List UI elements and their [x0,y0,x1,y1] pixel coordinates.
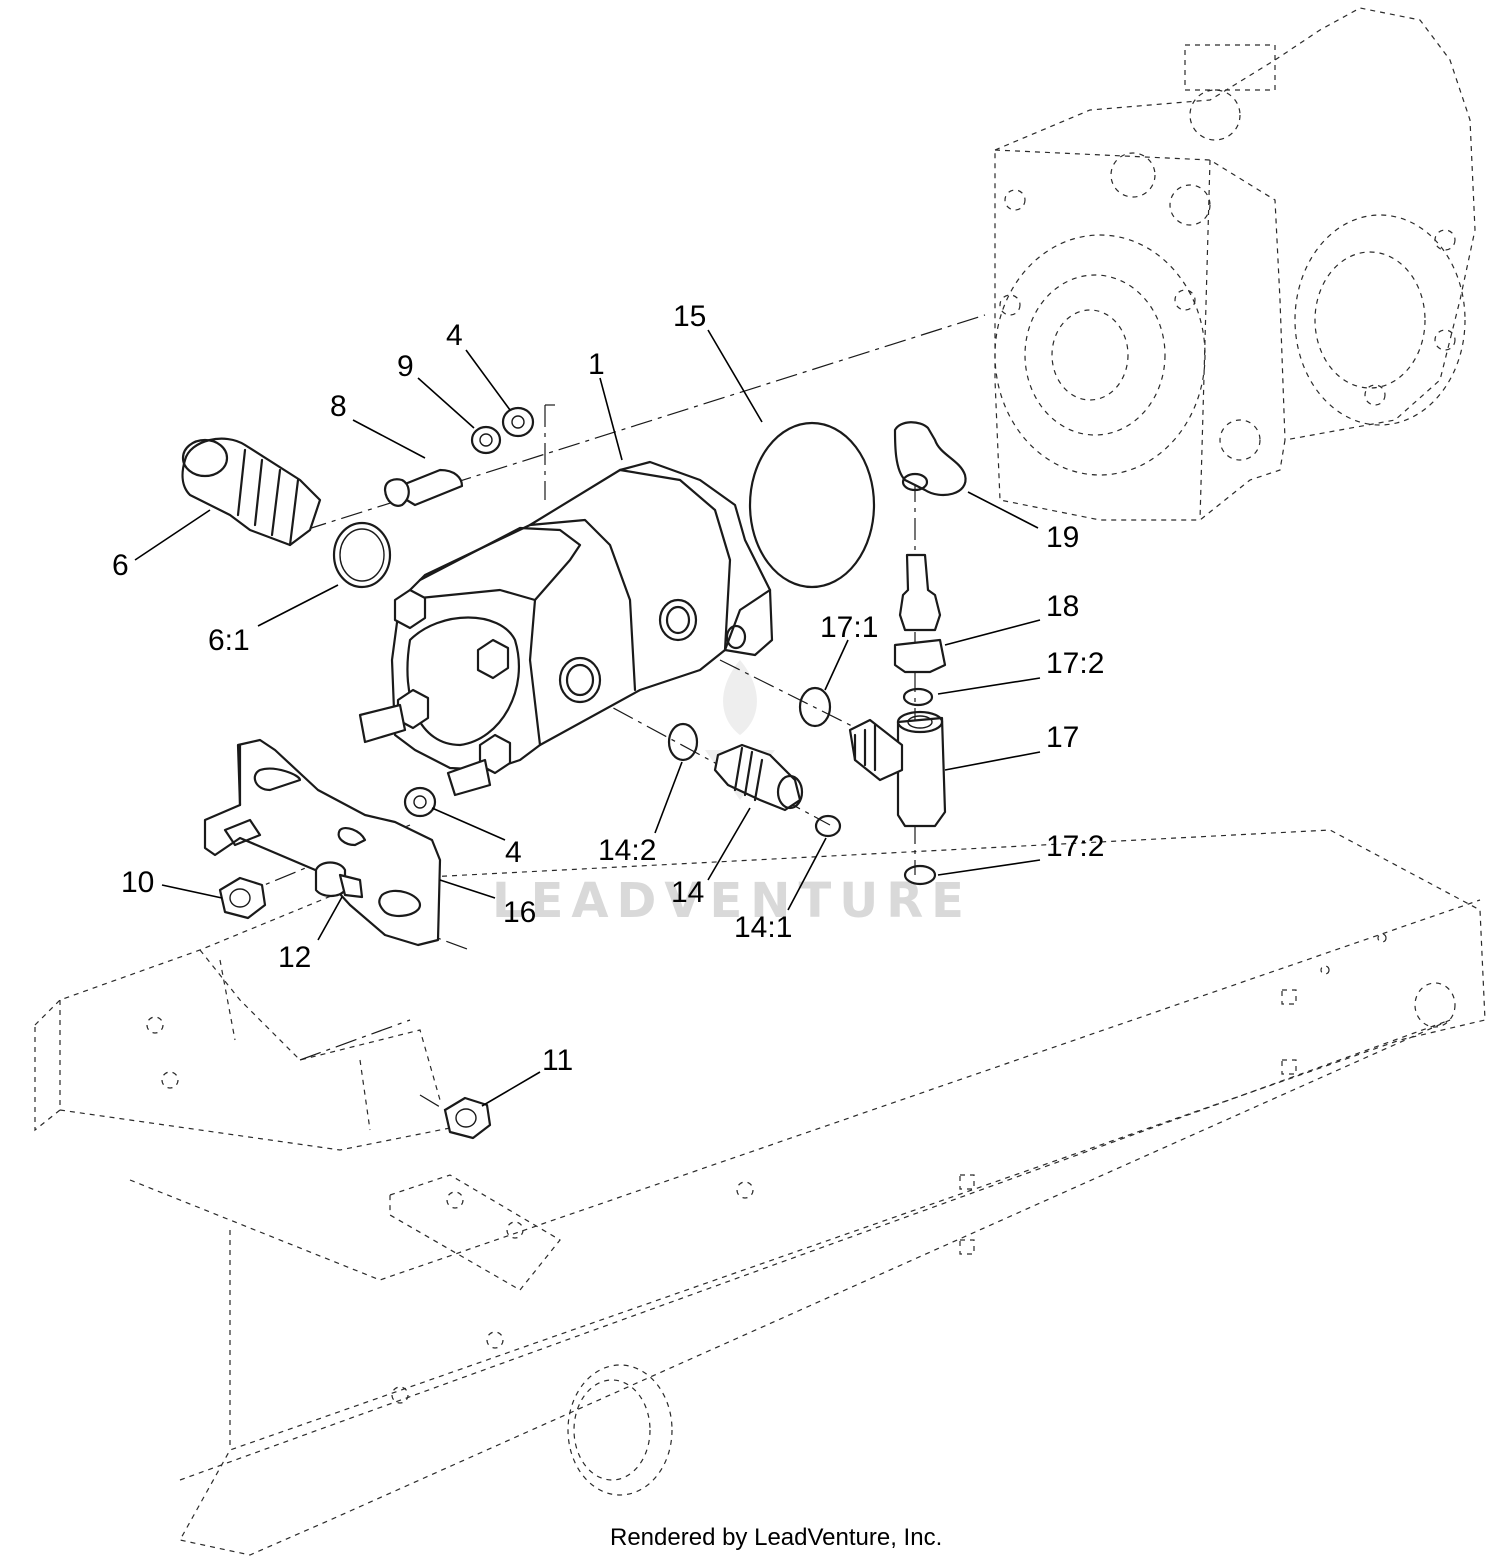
o-ring-part-17-2-lower[interactable] [903,864,937,886]
callout-4-upper[interactable]: 4 [446,319,463,352]
callout-16[interactable]: 16 [503,896,536,929]
callout-6-1[interactable]: 6:1 [208,624,250,657]
callout-4-lower[interactable]: 4 [505,836,522,869]
callout-17-2-upper[interactable]: 17:2 [1046,647,1104,680]
straight-fitting-part-14[interactable] [713,743,804,812]
bracket-part-16[interactable] [203,738,442,947]
tee-fitting-part-17[interactable] [848,710,947,828]
bolt-part-12[interactable] [314,861,364,899]
callout-17-2-lower[interactable]: 17:2 [1046,830,1104,863]
callout-17[interactable]: 17 [1046,721,1079,754]
dust-cap-part-19[interactable] [893,421,967,497]
assembly-centerlines [239,314,986,1111]
callout-14[interactable]: 14 [671,876,704,909]
leader-lines [134,329,1041,1107]
o-ring-part-14-1[interactable] [814,814,842,838]
callout-labels: 1 4 4 6 6:1 8 9 10 11 12 14 14:1 14:2 15… [112,300,1104,1077]
callout-10[interactable]: 10 [121,866,154,899]
watermark-text: LEADVENTURE [492,873,972,929]
hydrostatic-transmission-ghost [994,7,1476,521]
callout-15[interactable]: 15 [673,300,706,333]
o-ring-part-17-2-upper[interactable] [902,687,934,707]
callout-14-1[interactable]: 14:1 [734,911,792,944]
callout-19[interactable]: 19 [1046,521,1079,554]
o-ring-part-14-2[interactable] [667,722,699,762]
test-port-part-18[interactable] [893,553,947,674]
lock-washer-part-9[interactable] [470,425,502,455]
callout-9[interactable]: 9 [397,350,414,383]
callout-1[interactable]: 1 [588,348,605,381]
callout-11[interactable]: 11 [542,1044,573,1077]
o-ring-part-17-1[interactable] [798,686,832,728]
callout-6[interactable]: 6 [112,549,129,582]
flange-nut-part-11[interactable] [443,1096,492,1140]
callout-17-1[interactable]: 17:1 [820,611,878,644]
washer-part-4-upper[interactable] [501,406,535,438]
o-ring-part-6-1[interactable] [332,521,392,589]
washer-part-4-lower[interactable] [403,786,437,818]
frame-rail-ghost [34,829,1486,1556]
render-credit: Rendered by LeadVenture, Inc. [610,1524,942,1551]
flange-nut-part-10[interactable] [218,876,267,920]
fitting-part-6[interactable] [181,437,322,547]
callout-8[interactable]: 8 [330,390,347,423]
cap-screw-part-8[interactable] [383,468,464,507]
callout-18[interactable]: 18 [1046,590,1079,623]
callout-12[interactable]: 12 [278,941,311,974]
gear-pump-part-1[interactable] [358,460,774,797]
callout-14-2[interactable]: 14:2 [598,834,656,867]
o-ring-part-15[interactable] [748,421,876,589]
